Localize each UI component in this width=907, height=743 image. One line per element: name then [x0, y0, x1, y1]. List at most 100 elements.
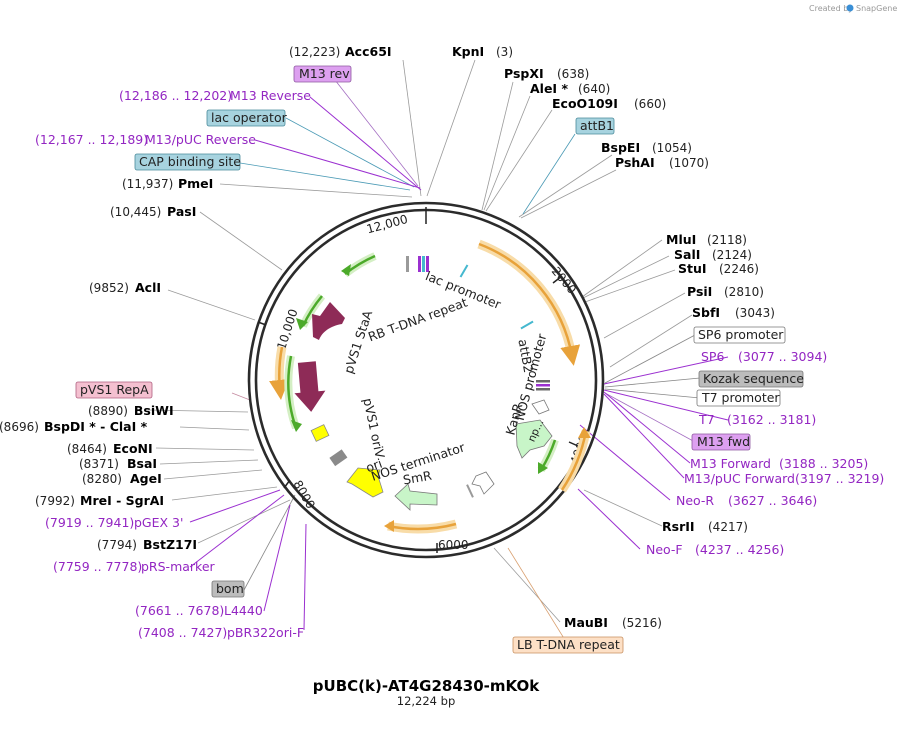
pvs1-repa-inner-feature	[294, 361, 326, 412]
enzyme-pasi: PasI	[167, 204, 196, 219]
primer-prs-marker: pRS-marker	[141, 559, 216, 574]
attb2-label: attB2	[515, 338, 536, 374]
primer-m13-reverse: M13 Reverse	[230, 88, 311, 103]
lac-operator-box	[206, 109, 286, 127]
primer-sp6-range: (3077 .. 3094)	[738, 349, 827, 364]
inner-feature-labels: lac promoter RB T-DNA repeat pVS1 StaA p…	[341, 268, 550, 487]
tick-label-8000: 8000	[290, 478, 317, 511]
m13-fwd-label: M13 fwd	[697, 434, 750, 449]
orange-feature-arc-1	[478, 242, 581, 366]
enzyme-econi: EcoNI	[113, 441, 153, 456]
primer-pbr322ori-range: (7408 .. 7427)	[138, 625, 227, 640]
plasmid-title: pUBC(k)-AT4G28430-mKOk	[313, 677, 540, 695]
enzyme-acli-pos: (9852)	[89, 281, 129, 295]
cap-binding-site-label: CAP binding site	[139, 154, 241, 169]
enzyme-pspxi-pos: (638)	[557, 67, 589, 81]
bom-block	[329, 449, 348, 467]
primer-m13puc-forward: M13/pUC Forward	[684, 471, 795, 486]
primer-sp6: SP6	[701, 349, 724, 364]
primer-l4440: L4440	[224, 603, 263, 618]
primer-neo-r: Neo-R	[676, 493, 714, 508]
smr-feature	[394, 483, 438, 511]
nos-terminator-feature	[471, 471, 495, 495]
primer-m13-reverse-range: (12,186 .. 12,202)	[119, 88, 232, 103]
m13-rev-label: M13 rev	[299, 66, 350, 81]
primer-m13puc-forward-range: (3197 .. 3219)	[795, 471, 884, 486]
primer-m13puc-reverse: M13/pUC Reverse	[145, 132, 256, 147]
primer-prs-marker-range: (7759 .. 7778)	[53, 559, 142, 574]
enzyme-agei: AgeI	[130, 471, 162, 486]
enzyme-leader-lines	[147, 59, 701, 641]
brand-text: SnapGene	[856, 4, 897, 13]
enzyme-bsiwi-pos: (8890)	[88, 404, 128, 418]
enzyme-kpni-pos: (3)	[496, 45, 513, 59]
enzyme-pshai-pos: (1070)	[669, 156, 709, 170]
primer-l4440-range: (7661 .. 7678)	[135, 603, 224, 618]
plasmid-length: 12,224 bp	[397, 694, 456, 708]
pvs1-oriv-block	[310, 424, 330, 442]
enzyme-alei: AleI *	[530, 81, 568, 96]
enzyme-stui-pos: (2246)	[719, 262, 759, 276]
enzyme-mrei-sgrai: MreI - SgrAI	[80, 493, 164, 508]
tick-label-6000: 6000	[438, 538, 469, 552]
primer-t7-range: (3162 .. 3181)	[727, 412, 816, 427]
t7-promoter-label: T7 promoter	[701, 390, 780, 405]
pvs1-staa-feature	[312, 302, 345, 340]
enzyme-pmei: PmeI	[178, 176, 213, 191]
attb1-box	[575, 117, 615, 135]
pvs1-repa-label: pVS1 RepA	[80, 382, 149, 397]
bom-box	[211, 580, 245, 598]
m13-fwd-box	[691, 433, 751, 451]
primer-m13-forward-range: (3188 .. 3205)	[779, 456, 868, 471]
credit-text: Created by	[809, 4, 853, 13]
small-site-markers	[406, 256, 550, 498]
attb1-label: attB1	[580, 118, 614, 133]
primer-pgex3: pGEX 3'	[134, 515, 183, 530]
primer-pbr322ori: pBR322ori-F	[227, 625, 304, 640]
enzyme-mrei-pos: (7992)	[35, 494, 75, 508]
primer-t7: T7	[698, 412, 715, 427]
primer-leader-lines	[189, 96, 729, 631]
enzyme-pmei-pos: (11,937)	[122, 177, 173, 191]
ori-feature	[346, 467, 384, 498]
sp6-promoter-label: SP6 promoter	[698, 327, 784, 342]
enzyme-kpni: KpnI	[452, 44, 484, 59]
enzyme-psii-pos: (2810)	[724, 285, 764, 299]
enzyme-maubi: MauBI	[564, 615, 608, 630]
enzyme-stui: StuI	[678, 261, 707, 276]
enzyme-pshai: PshAI	[615, 155, 655, 170]
smr-label: SmR	[402, 468, 433, 488]
enzyme-bspei: BspEI	[601, 140, 640, 155]
enzyme-rsrii: RsrII	[662, 519, 695, 534]
primer-m13-forward: M13 Forward	[690, 456, 771, 471]
enzyme-sali: SalI	[674, 247, 700, 262]
enzyme-bspei-pos: (1054)	[652, 141, 692, 155]
kanr-feature	[515, 419, 553, 459]
enzyme-econi-pos: (8464)	[67, 442, 107, 456]
enzyme-rsrii-pos: (4217)	[708, 520, 748, 534]
lb-tdna-repeat-box	[512, 636, 624, 654]
enzyme-bspdi-clai: BspDI * - ClaI *	[44, 419, 148, 434]
enzyme-pspxi: PspXI	[504, 66, 544, 81]
primer-m13puc-reverse-range: (12,167 .. 12,189)	[35, 132, 148, 147]
orange-feature-arc-2	[269, 346, 289, 400]
enzyme-mlui-pos: (2118)	[707, 233, 747, 247]
enzyme-mlui: MluI	[666, 232, 696, 247]
enzyme-alei-pos: (640)	[578, 82, 610, 96]
sp6-promoter-box	[693, 326, 786, 344]
enzyme-pasi-pos: (10,445)	[110, 205, 161, 219]
primer-neo-f: Neo-F	[646, 542, 683, 557]
lb-tdna-repeat-label: LB T-DNA repeat	[517, 637, 620, 652]
ruler-ticks	[257, 207, 579, 553]
green-feature-arc-1	[344, 254, 376, 275]
backbone-outer-ring	[247, 201, 605, 559]
bom-label: bom	[216, 581, 244, 596]
enzyme-bsiwi: BsiWI	[134, 403, 174, 418]
pvs1-oriv-label: pVS1 oriV	[360, 397, 387, 460]
enzyme-acc65i: Acc65I	[345, 44, 392, 59]
enzyme-bspdi-pos: (8696)	[0, 420, 39, 434]
enzyme-bsai-pos: (8371)	[79, 457, 119, 471]
primer-neo-f-range: (4237 .. 4256)	[695, 542, 784, 557]
snapgene-logo-icon	[846, 4, 854, 12]
